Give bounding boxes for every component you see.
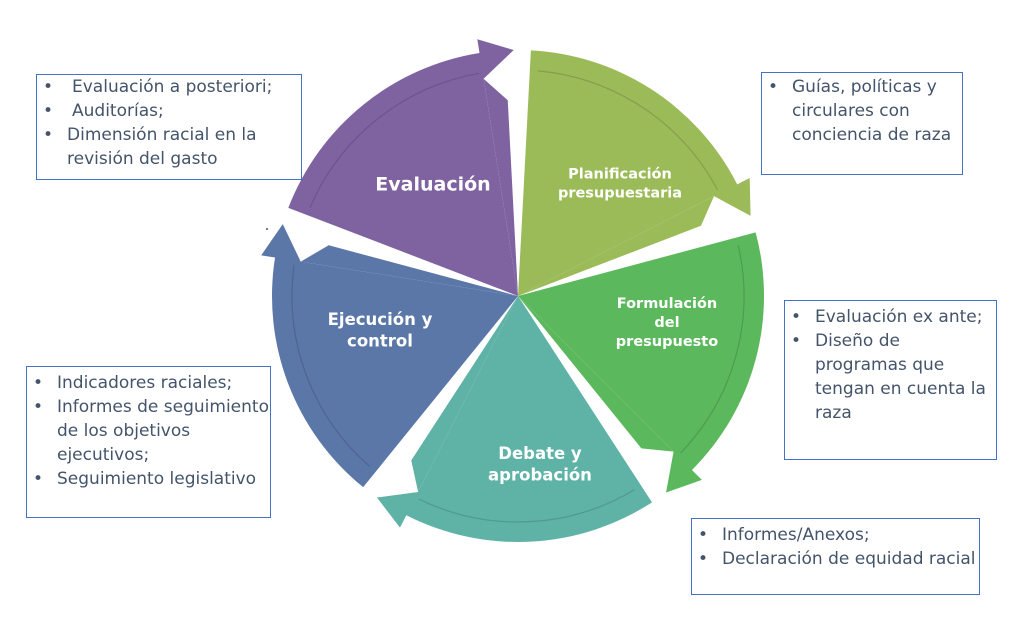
stray-dot bbox=[266, 228, 268, 230]
segment-label-formulacion: del bbox=[654, 315, 679, 331]
segment-label-debate: aprobación bbox=[488, 466, 592, 485]
note-item: Auditorías; bbox=[37, 99, 301, 123]
segment-fill-evaluacion bbox=[483, 78, 518, 297]
note-item: Informes de seguimiento de los objetivos… bbox=[27, 395, 270, 467]
segment-arrow-shaft bbox=[537, 70, 719, 191]
note-item: Evaluación a posteriori; bbox=[37, 75, 301, 99]
segment-label-planificacion: Planificación bbox=[568, 167, 672, 183]
segment-arrow-shaft bbox=[680, 245, 745, 454]
note-item: Guías, políticas y circulares con concie… bbox=[762, 75, 962, 147]
note-item: Indicadores raciales; bbox=[27, 371, 270, 395]
note-item: Declaración de equidad racial bbox=[692, 547, 979, 571]
note-evaluacion: Evaluación a posteriori; Auditorías; Dim… bbox=[36, 74, 302, 180]
note-debate: Informes/Anexos; Declaración de equidad … bbox=[691, 518, 980, 595]
segment-arrow-shaft bbox=[418, 489, 635, 523]
note-item: Seguimiento legislativo bbox=[27, 467, 270, 491]
note-planificacion: Guías, políticas y circulares con concie… bbox=[761, 72, 963, 175]
note-item: Evaluación ex ante; bbox=[785, 305, 996, 329]
note-item: Dimensión racial en la revisión del gast… bbox=[37, 123, 301, 171]
segment-label-ejecucion: Ejecución y bbox=[328, 310, 433, 329]
segment-ejecucion bbox=[261, 224, 518, 488]
note-formulacion: Evaluación ex ante; Diseño de programas … bbox=[784, 300, 997, 460]
segment-planificacion bbox=[518, 50, 751, 297]
segment-label-evaluacion: Evaluación bbox=[375, 174, 490, 196]
note-ejecucion: Indicadores raciales; Informes de seguim… bbox=[26, 366, 271, 518]
segment-label-formulacion: presupuesto bbox=[616, 334, 718, 350]
note-item: Informes/Anexos; bbox=[692, 523, 979, 547]
segment-label-debate: Debate y bbox=[498, 444, 582, 463]
segment-debate bbox=[376, 296, 652, 542]
segment-fill-planificacion bbox=[518, 196, 715, 296]
segment-label-planificacion: presupuestaria bbox=[558, 186, 682, 202]
segment-label-formulacion: Formulación bbox=[617, 296, 717, 312]
segment-arrow-shaft bbox=[291, 264, 371, 468]
segment-fill-ejecucion bbox=[300, 245, 518, 296]
segment-evaluacion bbox=[288, 39, 518, 297]
segment-arrow-shaft bbox=[309, 72, 479, 208]
note-item: Diseño de programas que tengan en cuenta… bbox=[785, 329, 996, 425]
segment-label-ejecucion: control bbox=[347, 332, 413, 351]
segment-fill-formulacion bbox=[518, 296, 674, 452]
segment-fill-debate bbox=[411, 296, 518, 493]
